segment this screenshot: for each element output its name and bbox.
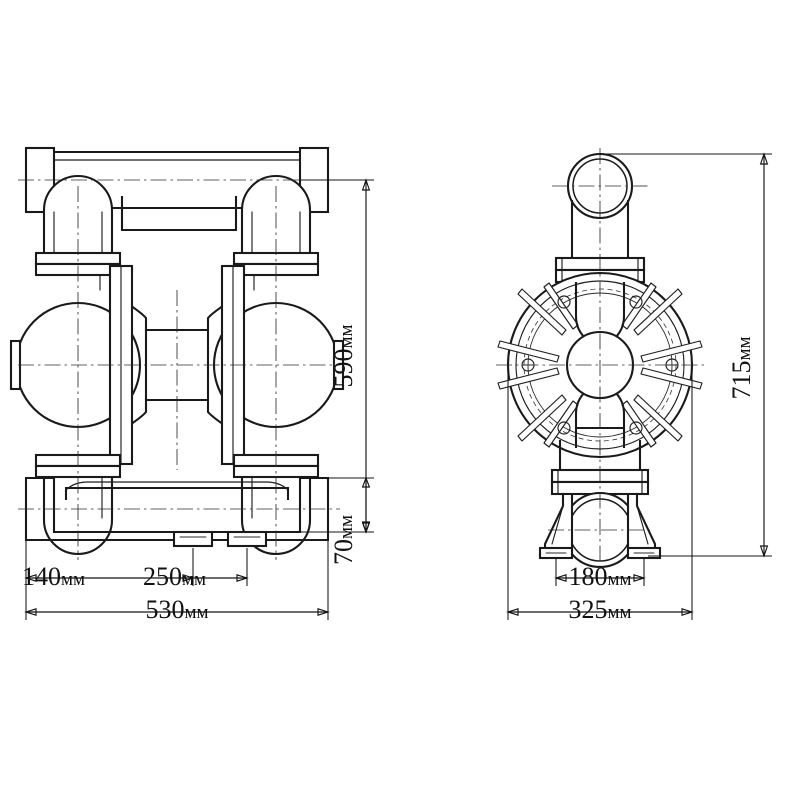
body-top-plate-outline xyxy=(120,196,238,232)
rib-11 xyxy=(621,400,657,448)
dim-530-arrow-left xyxy=(24,608,37,616)
dim-70-arrow-top xyxy=(361,476,371,488)
dim-715: 715мм xyxy=(600,152,772,558)
dim-140-arrow-left xyxy=(24,574,37,582)
rib-12 xyxy=(543,400,579,448)
dim-715-arrow-top xyxy=(759,152,769,165)
dim-70-arrow-bottom xyxy=(361,522,371,534)
dim-590-arrow-top xyxy=(361,178,371,191)
dim-325-arrow-left xyxy=(506,608,519,616)
bolt-boss-60 xyxy=(629,295,643,309)
rib-5 xyxy=(517,288,567,336)
side-view: 715мм 180мм 325мм xyxy=(496,148,772,624)
dim-180-arrow-left xyxy=(554,574,567,582)
side-centerlines xyxy=(496,148,704,572)
dim-180-label: 180мм xyxy=(568,562,631,591)
dim-530: 530мм xyxy=(24,540,330,624)
side-support-legs xyxy=(538,492,662,560)
dim-70-label: 70мм xyxy=(329,515,358,565)
rib-6 xyxy=(517,394,567,442)
front-view: 590мм 70мм 140мм 2 xyxy=(9,146,374,624)
support-leg-right-inner xyxy=(636,505,649,545)
rib-8 xyxy=(497,367,560,390)
base-mount-pad-right xyxy=(226,530,268,548)
rib-group xyxy=(497,282,703,448)
rib-1 xyxy=(640,340,703,363)
dim-590: 590мм xyxy=(300,178,374,534)
bolt-boss-240 xyxy=(557,421,571,435)
rib-2 xyxy=(640,367,703,390)
housing-radial-ribs xyxy=(497,282,703,448)
dim-250-label: 250мм xyxy=(143,562,206,591)
dim-715-arrow-bottom xyxy=(759,545,769,558)
dim-590-label: 590мм xyxy=(329,324,358,387)
rib-3 xyxy=(633,288,683,336)
bolt-boss-120 xyxy=(557,295,571,309)
dim-chain-140-250: 140мм 250мм xyxy=(22,540,249,591)
dim-530-label: 530мм xyxy=(145,595,208,624)
rib-10 xyxy=(543,282,579,330)
rib-4 xyxy=(633,394,683,442)
front-centerlines xyxy=(18,179,340,560)
dim-325-arrow-right xyxy=(681,608,694,616)
dim-140-arrow-right xyxy=(182,574,195,582)
dim-715-label: 715мм xyxy=(727,336,756,399)
dim-140-label: 140мм xyxy=(22,562,85,591)
base-inner-web xyxy=(64,486,290,500)
dim-180: 180мм xyxy=(554,558,646,591)
rib-9 xyxy=(621,282,657,330)
dim-70: 70мм xyxy=(300,476,374,565)
base-mount-pad-left xyxy=(172,530,214,548)
bolt-boss-300 xyxy=(629,421,643,435)
dim-325: 325мм xyxy=(506,368,694,624)
support-leg-left-inner xyxy=(551,505,564,545)
dim-250-arrow-right xyxy=(236,574,249,582)
dim-325-label: 325мм xyxy=(568,595,631,624)
dim-530-arrow-right xyxy=(317,608,330,616)
rib-7 xyxy=(497,340,560,363)
base-web-fillet xyxy=(65,481,289,491)
front-base xyxy=(24,476,330,548)
dim-180-arrow-right xyxy=(633,574,646,582)
front-body-top-plate xyxy=(120,196,238,232)
